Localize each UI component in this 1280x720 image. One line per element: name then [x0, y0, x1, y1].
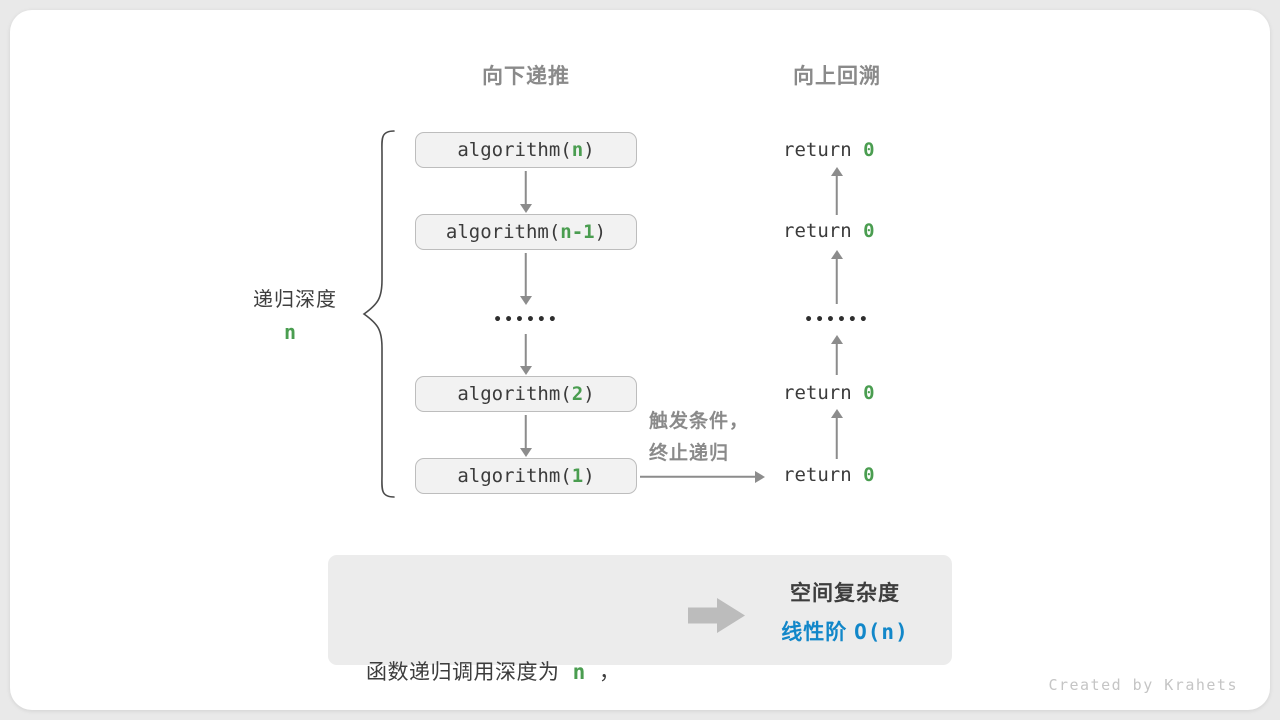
ellipsis-dots: •••••• [804, 312, 870, 328]
trigger-note-line1: 触发条件， [649, 411, 750, 432]
base-case-arrow-icon [640, 470, 765, 483]
summary-panel [328, 555, 952, 665]
depth-label: 递归深度 [253, 289, 337, 311]
down-arrow-icon [519, 171, 532, 213]
up-arrow-icon [830, 409, 843, 459]
summary-line1: 函数递归调用深度为 n ， [366, 660, 621, 684]
depth-value: n [283, 320, 297, 344]
up-arrow-icon [830, 167, 843, 215]
call-text: algorithm(n-1) [445, 221, 607, 243]
ellipsis-dots: •••••• [493, 312, 559, 328]
block-arrow-icon [688, 598, 745, 633]
call-box: algorithm(1) [415, 458, 637, 494]
watermark: Created by Krahets [1048, 676, 1238, 694]
call-box: algorithm(n) [415, 132, 637, 168]
column-header-backtrack-up: 向上回溯 [793, 65, 881, 88]
summary-title: 空间复杂度 [790, 582, 900, 605]
summary-left-text: 函数递归调用深度为 n ， 共使用 O(n) 的栈帧空间 [366, 575, 620, 720]
trigger-note-line2: 终止递归 [649, 443, 730, 464]
call-text: algorithm(1) [457, 465, 595, 487]
down-arrow-icon [519, 415, 532, 457]
up-arrow-icon [830, 250, 843, 304]
down-arrow-icon [519, 253, 532, 305]
column-header-recurse-down: 向下递推 [482, 65, 570, 88]
down-arrow-icon [519, 334, 532, 375]
return-statement: return 0 [783, 382, 875, 404]
call-box: algorithm(n-1) [415, 214, 637, 250]
up-arrow-icon [830, 335, 843, 375]
summary-value: 线性阶 O(n) [781, 620, 909, 644]
curly-brace-icon [362, 130, 395, 498]
return-statement: return 0 [783, 139, 875, 161]
return-statement: return 0 [783, 220, 875, 242]
call-box: algorithm(2) [415, 376, 637, 412]
call-text: algorithm(2) [457, 383, 595, 405]
call-text: algorithm(n) [457, 139, 595, 161]
return-statement: return 0 [783, 464, 875, 486]
